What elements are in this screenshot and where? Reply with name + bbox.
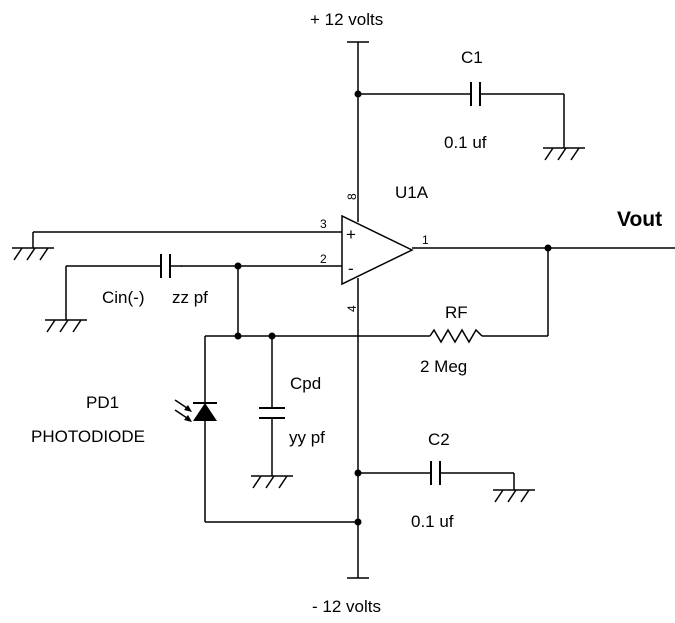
- ground-symbol-cpd: [251, 475, 293, 489]
- negative-supply-rail: [347, 278, 369, 579]
- cpd-name-label: Cpd: [290, 374, 321, 393]
- cin-name-label: Cin(-): [102, 288, 145, 307]
- inverting-input-wire: [181, 262, 342, 336]
- pin-3-label: 3: [320, 217, 327, 231]
- capacitor-c1: [354, 82, 565, 148]
- capacitor-c2: [354, 461, 515, 490]
- positive-supply-rail: [347, 41, 369, 222]
- c2-name-label: C2: [428, 430, 450, 449]
- pin-8-label: 8: [345, 193, 359, 200]
- ground-symbol-cin: [45, 319, 87, 333]
- c2-value-label: 0.1 uf: [411, 512, 454, 531]
- ground-symbol-left-top: [12, 247, 54, 261]
- u1a-label: U1A: [395, 183, 429, 202]
- capacitor-cpd: [259, 336, 285, 476]
- cin-value-label: zz pf: [172, 288, 208, 307]
- resistor-rf: [429, 328, 483, 344]
- pin-1-label: 1: [422, 233, 429, 247]
- pd1-name-label: PD1: [86, 393, 119, 412]
- pin-2-label: 2: [320, 252, 327, 266]
- light-arrows-icon: [174, 399, 192, 422]
- non-inverting-input-wire: [32, 231, 342, 248]
- cpd-value-label: yy pf: [289, 428, 325, 447]
- pd1-type-label: PHOTODIODE: [31, 427, 145, 446]
- rf-name-label: RF: [445, 303, 468, 322]
- positive-supply-label: + 12 volts: [310, 10, 383, 29]
- pin-4-label: 4: [345, 305, 359, 312]
- vout-label: Vout: [617, 208, 662, 231]
- c1-name-label: C1: [461, 48, 483, 67]
- photodiode-pd1: [193, 336, 362, 526]
- negative-supply-label: - 12 volts: [312, 597, 381, 616]
- c1-value-label: 0.1 uf: [444, 133, 487, 152]
- ground-symbol-c1: [543, 147, 585, 161]
- feedback-node-wire: [205, 248, 549, 340]
- rf-value-label: 2 Meg: [420, 357, 467, 376]
- capacitor-cin: [65, 254, 182, 320]
- minus-sign: -: [348, 259, 354, 278]
- ground-symbol-c2: [493, 489, 535, 503]
- plus-sign: +: [346, 225, 356, 244]
